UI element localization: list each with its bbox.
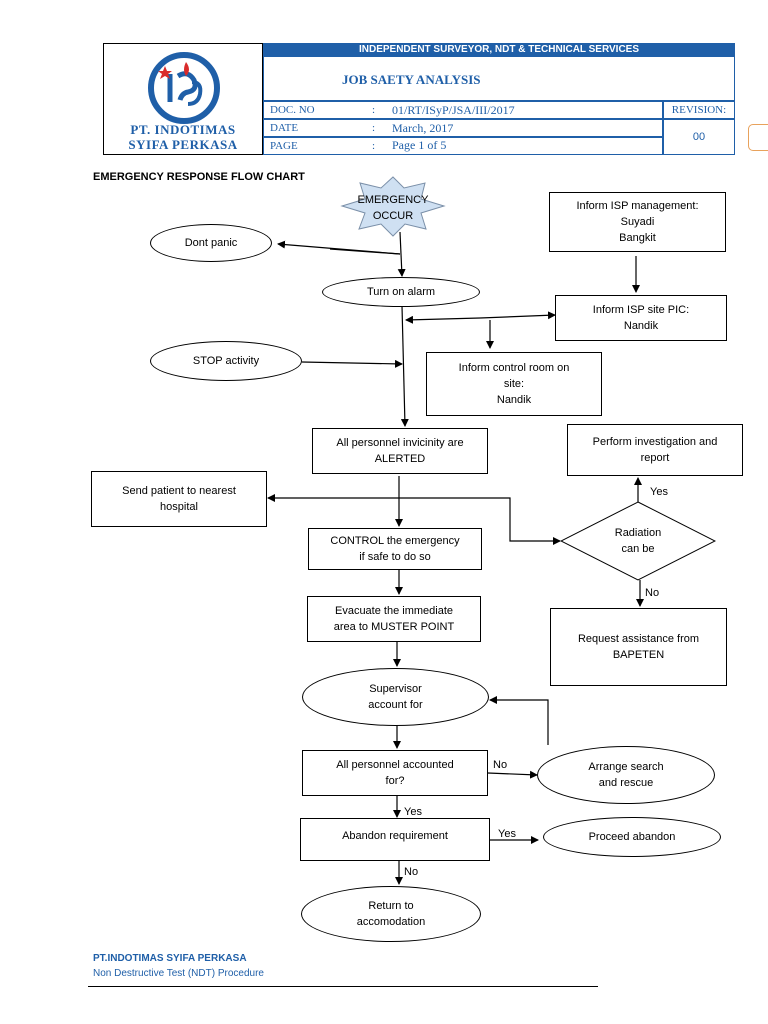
node-line: if safe to do so <box>359 551 431 563</box>
doc-no-row: DOC. NO : 01/RT/ISyP/JSA/III/2017 <box>263 101 663 119</box>
turn-on-alarm-node: Turn on alarm <box>322 277 480 307</box>
return-accommodation-node: Return to accomodation <box>301 886 481 942</box>
company-name-line1: PT. INDOTIMAS <box>130 122 236 137</box>
node-line: Arrange search <box>588 761 664 773</box>
node-line: Inform ISP site PIC: <box>592 304 690 316</box>
footer-procedure: Non Destructive Test (NDT) Procedure <box>93 968 264 979</box>
document-title: JOB SAETY ANALYSIS <box>263 56 735 101</box>
node-line: area to MUSTER POINT <box>333 621 455 633</box>
evacuate-node: Evacuate the immediate area to MUSTER PO… <box>307 596 481 642</box>
node-line: Inform control room on <box>458 362 570 374</box>
node-line: Return to <box>368 900 414 912</box>
row-label: PAGE <box>270 140 298 152</box>
radiation-decision-diamond <box>560 501 716 581</box>
arrange-search-node: Arrange search and rescue <box>537 746 715 804</box>
revision-label: REVISION: <box>663 101 735 119</box>
footer-company: PT.INDOTIMAS SYIFA PERKASA <box>93 953 247 964</box>
node-line: All personnel accounted <box>336 759 454 771</box>
node-line: report <box>640 452 670 464</box>
radiation-decision-node: Radiation can be <box>598 525 678 557</box>
header-band: INDEPENDENT SURVEYOR, NDT & TECHNICAL SE… <box>263 43 735 56</box>
all-accounted-node: All personnel accounted for? <box>302 750 488 796</box>
request-bapeten-node: Request assistance from BAPETEN <box>550 608 727 686</box>
node-line: for? <box>385 775 405 787</box>
date-row: DATE : March, 2017 <box>263 119 663 137</box>
row-sep: : <box>372 140 376 152</box>
revision-value: 00 <box>663 119 735 155</box>
node-line: Evacuate the immediate <box>334 605 453 617</box>
yes-label: Yes <box>650 486 668 498</box>
node-line: CONTROL the emergency <box>330 535 460 547</box>
page-row: PAGE : Page 1 of 5 <box>263 137 663 155</box>
row-value: 01/RT/ISyP/JSA/III/2017 <box>392 103 515 117</box>
side-tab[interactable] <box>748 124 768 151</box>
yes-label: Yes <box>404 806 422 818</box>
control-emergency-node: CONTROL the emergency if safe to do so <box>308 528 482 570</box>
chart-title: EMERGENCY RESPONSE FLOW CHART <box>93 171 305 183</box>
inform-control-room-node: Inform control room on site: Nandik <box>426 352 602 416</box>
company-logo-icon <box>148 52 220 124</box>
inform-isp-management-node: Inform ISP management: Suyadi Bangkit <box>549 192 726 252</box>
no-label: No <box>404 866 419 878</box>
node-line: BAPETEN <box>612 649 665 661</box>
node-line: hospital <box>160 501 198 513</box>
node-line: Nandik <box>623 320 659 332</box>
no-label: No <box>645 587 660 599</box>
node-line: All personnel invicinity are <box>336 437 464 449</box>
row-value: Page 1 of 5 <box>392 138 447 152</box>
node-line: Perform investigation and <box>592 436 718 448</box>
row-value: March, 2017 <box>392 121 454 135</box>
logo-cell: PT. INDOTIMAS SYIFA PERKASA <box>103 43 263 155</box>
footer-divider <box>88 986 598 987</box>
node-line: Request assistance from <box>577 633 700 645</box>
node-line: can be <box>621 543 655 555</box>
row-sep: : <box>372 122 376 134</box>
node-line: Suyadi <box>620 216 655 228</box>
node-line: ALERTED <box>374 453 426 465</box>
node-line: account for <box>368 699 423 711</box>
node-line: Nandik <box>496 394 532 406</box>
supervisor-account-node: Supervisor account for <box>302 668 489 726</box>
node-line: Radiation <box>614 527 662 539</box>
row-sep: : <box>372 104 376 116</box>
abandon-requirement-node: Abandon requirement <box>300 818 490 861</box>
stop-activity-node: STOP activity <box>150 341 302 381</box>
node-line: EMERGENCY <box>357 194 429 206</box>
row-label: DOC. NO <box>270 104 315 116</box>
node-line: Bangkit <box>619 232 656 244</box>
perform-investigation-node: Perform investigation and report <box>567 424 743 476</box>
no-label: No <box>493 759 508 771</box>
all-alerted-node: All personnel invicinity are ALERTED <box>312 428 488 474</box>
node-line: site: <box>503 378 525 390</box>
proceed-abandon-node: Proceed abandon <box>543 817 721 857</box>
send-patient-node: Send patient to nearest hospital <box>91 471 267 527</box>
node-line: OCCUR <box>372 210 414 222</box>
dont-panic-node: Dont panic <box>150 224 272 262</box>
emergency-occur-node: EMERGENCY OCCUR <box>352 192 434 224</box>
row-label: DATE <box>270 122 299 134</box>
node-line: accomodation <box>356 916 426 928</box>
company-name-line2: SYIFA PERKASA <box>128 137 238 152</box>
yes-label: Yes <box>498 828 516 840</box>
node-line: Supervisor <box>369 683 422 695</box>
inform-isp-site-pic-node: Inform ISP site PIC: Nandik <box>555 295 727 341</box>
node-line: Send patient to nearest <box>122 485 236 497</box>
emergency-star <box>340 176 446 237</box>
node-line: Inform ISP management: <box>576 200 699 212</box>
node-line: and rescue <box>598 777 654 789</box>
